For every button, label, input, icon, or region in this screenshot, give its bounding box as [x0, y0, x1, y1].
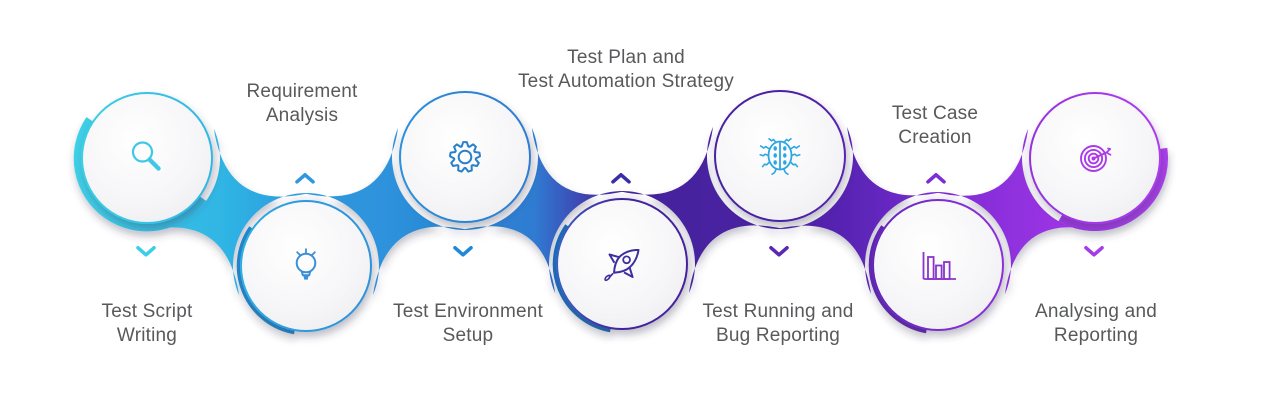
target-icon	[1080, 145, 1112, 172]
ladybug-icon	[759, 138, 801, 175]
gear-icon	[449, 141, 481, 173]
rocket-icon	[604, 248, 640, 282]
chevron-down-icon	[769, 246, 789, 257]
chevron-down-icon	[136, 246, 156, 257]
ribbon-bridge	[935, 128, 1098, 295]
step-label: Test Environment Setup	[393, 301, 543, 346]
chevron-down-icon	[1084, 246, 1104, 257]
step-circle-4	[556, 198, 688, 330]
step-circles	[81, 90, 1161, 332]
chevron-up-icon	[926, 173, 946, 184]
ribbon-bridge	[302, 127, 469, 296]
ribbon-bridge	[144, 128, 309, 296]
ribbon-bridge	[619, 126, 783, 294]
ribbon-end-left	[73, 117, 207, 232]
step-label: Test Case Creation	[891, 103, 979, 148]
lightbulb-icon	[295, 248, 317, 280]
magnifier-icon	[131, 141, 161, 171]
step-circle-3	[399, 91, 531, 223]
ribbon-bridge	[462, 127, 625, 294]
step-label: Requirement Analysis	[246, 81, 358, 126]
ribbon-end-right	[1058, 147, 1168, 231]
step-label: Test Running and Bug Reporting	[702, 301, 854, 346]
step-label: Test Plan and Test Automation Strategy	[517, 47, 735, 92]
chevron-down-icon	[453, 246, 473, 257]
bar-chart-icon	[922, 252, 956, 280]
step-label: Analysing and Reporting	[1035, 301, 1157, 346]
step-circle-1	[81, 92, 213, 224]
ribbon-tail	[552, 224, 611, 333]
step-chevrons	[136, 173, 1104, 257]
step-label: Test Script Writing	[101, 301, 193, 346]
ribbon-tail	[236, 226, 295, 335]
ribbon-tail	[868, 225, 927, 334]
chevron-up-icon	[295, 173, 315, 184]
ribbon-bridge	[776, 127, 942, 294]
chevron-up-icon	[611, 173, 631, 184]
step-circle-2	[240, 200, 372, 332]
process-ribbon	[73, 117, 1168, 335]
